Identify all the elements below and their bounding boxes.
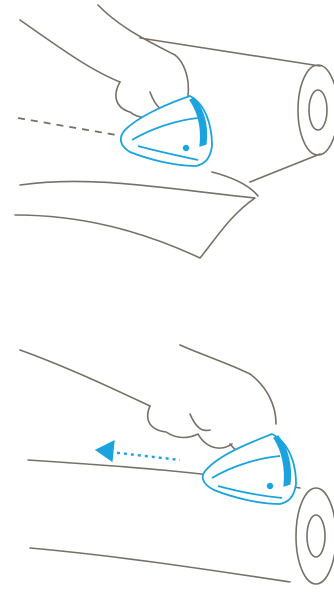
roll-core bbox=[307, 515, 325, 557]
direction-dotted-line bbox=[110, 452, 180, 460]
cutter-button bbox=[267, 483, 273, 489]
arm-upper bbox=[20, 20, 120, 82]
arrow-left-icon bbox=[96, 441, 114, 461]
cutter-button bbox=[183, 145, 189, 151]
hand-holding-cutter-icon bbox=[0, 0, 334, 280]
arm-lower bbox=[20, 350, 150, 406]
roll-end bbox=[296, 488, 334, 584]
roll-bottom-edge bbox=[30, 548, 290, 582]
arm-upper bbox=[180, 345, 250, 374]
step-one-illustration bbox=[0, 0, 334, 280]
hand-thumb bbox=[250, 374, 276, 424]
sheet-fold bbox=[212, 172, 258, 196]
roll-bottom-edge bbox=[250, 154, 320, 182]
roll-top-edge bbox=[140, 38, 320, 66]
arm-lower bbox=[98, 5, 175, 55]
hand-fingers bbox=[148, 406, 232, 448]
hand-sliding-cutter-icon bbox=[0, 320, 334, 601]
cut-guide-line bbox=[18, 118, 128, 137]
hand-thumb bbox=[175, 55, 188, 96]
finger-detail bbox=[190, 414, 210, 430]
roll-end bbox=[298, 65, 334, 155]
step-two-illustration bbox=[0, 320, 334, 601]
paper-sheet bbox=[15, 181, 255, 258]
roll-core bbox=[309, 90, 327, 130]
